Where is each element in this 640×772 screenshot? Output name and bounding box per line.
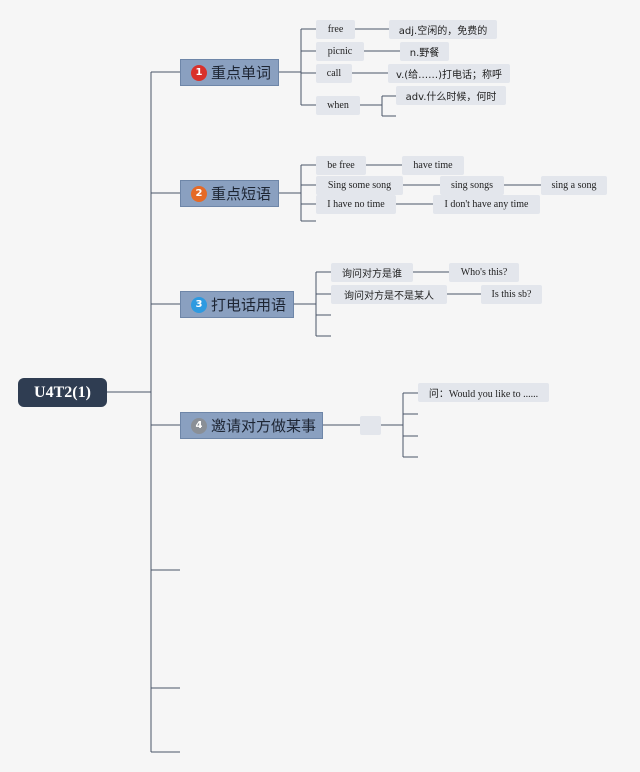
branch-label: 邀请对方做某事 [211, 417, 317, 435]
ask-node[interactable]: 询问对方是不是某人 [331, 285, 447, 304]
root-node[interactable]: U4T2(1) [18, 378, 107, 407]
branch-key-phrases[interactable]: 2 重点短语 [180, 180, 279, 207]
answer-node[interactable]: Is this sb? [481, 285, 542, 304]
word-node[interactable]: when [316, 96, 360, 115]
word-node[interactable]: free [316, 20, 355, 39]
extra-node[interactable]: sing a song [541, 176, 607, 195]
phrase-node[interactable]: be free [316, 156, 366, 175]
phrase-node[interactable]: I have no time [316, 195, 396, 214]
word-node[interactable]: call [316, 64, 352, 83]
number-badge-2: 2 [191, 185, 207, 202]
number-badge-1: 1 [191, 64, 207, 81]
branch-key-words[interactable]: 1 重点单词 [180, 59, 279, 86]
meaning-node[interactable]: v.(给……)打电话；称呼 [388, 64, 510, 83]
branch-invitations[interactable]: 4 邀请对方做某事 [180, 412, 323, 439]
branch-label: 打电话用语 [211, 296, 287, 314]
number-badge-4: 4 [191, 417, 207, 434]
word-node[interactable]: picnic [316, 42, 364, 61]
meaning-node[interactable]: adj.空闲的，免费的 [389, 20, 497, 39]
answer-node[interactable]: have time [402, 156, 464, 175]
meaning-node[interactable]: adv.什么时候，何时 [396, 86, 506, 105]
root-label: U4T2(1) [34, 383, 91, 401]
branch-phone-expressions[interactable]: 3 打电话用语 [180, 291, 294, 318]
branch-label: 重点单词 [211, 64, 272, 82]
phrase-node[interactable]: Sing some song [316, 176, 403, 195]
answer-node[interactable]: Who's this? [449, 263, 519, 282]
answer-node[interactable]: sing songs [440, 176, 504, 195]
meaning-node[interactable]: n.野餐 [400, 42, 449, 61]
ask-node[interactable]: 询问对方是谁 [331, 263, 413, 282]
invite-node[interactable]: 问：Would you like to ...... [418, 383, 549, 402]
branch-label: 重点短语 [211, 185, 272, 203]
answer-node[interactable]: I don't have any time [433, 195, 540, 214]
empty-node[interactable] [360, 416, 381, 435]
number-badge-3: 3 [191, 296, 207, 313]
